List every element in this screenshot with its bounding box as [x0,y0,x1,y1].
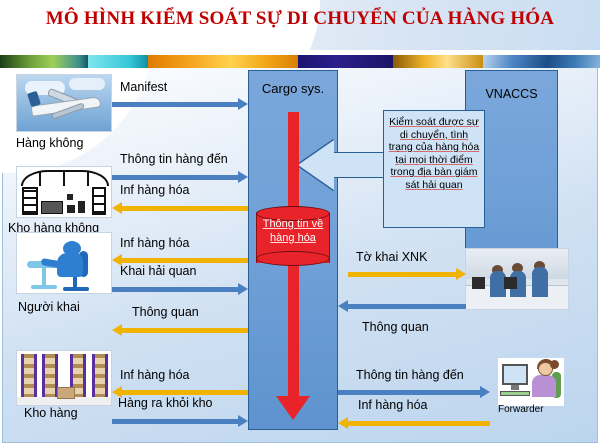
flow-label-customs-decl: Khai hải quan [120,264,197,278]
forwarder-person-icon [498,358,564,406]
flow-label-clearance-decl: Thông quan [132,305,199,319]
vnaccs-to-cargo-arrow [298,140,394,190]
flow-label-inf-goods-decl: Inf hàng hóa [120,236,190,250]
vnaccs-label: VNACCS [485,87,538,101]
photo-strip-banner [0,55,600,68]
flow-label-inf-goods-wh: Inf hàng hóa [120,368,190,382]
flow-label-inf-goods-fwd: Inf hàng hóa [358,398,428,412]
flow-arrow-inf-goods-wh [112,386,248,398]
photo-strip-segment-gold [393,55,483,68]
flow-label-manifest: Manifest [120,80,168,94]
data-store-cylinder: Thông tin về hàng hóa [256,206,330,269]
actor-caption-declarant: Người khai [18,300,80,314]
actor-caption-goods-warehouse: Kho hàng [24,406,78,420]
flow-arrow-clearance-cust [338,300,466,312]
customs-office-icon [465,248,569,310]
cargo-system-label: Cargo sys. [261,81,325,96]
flow-label-xnk-declaration: Tờ khai XNK [356,250,428,264]
flow-arrow-manifest [112,98,248,110]
flow-arrow-inf-goods-fwd [338,417,490,429]
flow-label-inf-goods-air: Inf hàng hóa [120,183,190,197]
vnaccs-callout-note: Kiểm soát được sự di chuyển, tình trạng … [383,110,485,228]
actor-caption-air: Hàng không [16,136,84,150]
actor-caption-air-warehouse: Kho hàng không [8,221,100,235]
flow-arrow-inf-goods-decl [112,254,248,266]
warehouse-icon [16,166,112,218]
person-at-desk-icon [16,232,112,294]
photo-strip-segment-water [88,55,148,68]
actor-caption-forwarder: Forwarder [498,404,544,415]
flow-label-goods-out: Hàng ra khỏi kho [118,396,213,410]
photo-strip-segment-tech [483,55,600,68]
page-title: MÔ HÌNH KIỂM SOÁT SỰ DI CHUYỂN CỦA HÀNG … [45,8,555,29]
flow-arrow-arrival-info-air [112,171,248,183]
flow-label-clearance-cust: Thông quan [362,320,429,334]
photo-strip-segment-navy [298,55,393,68]
flow-arrow-arrival-info-fwd [338,386,490,398]
flow-arrow-goods-out [112,415,248,427]
storage-racks-icon [16,350,112,406]
flow-arrow-customs-decl [112,283,248,295]
airplane-icon [16,74,112,132]
flow-label-arrival-info-air: Thông tin hàng đến [120,152,228,166]
photo-strip-segment-orange [148,55,298,68]
data-store-label: Thông tin về hàng hóa [262,218,324,244]
flow-arrow-xnk-declaration [348,268,466,280]
photo-strip-segment-field [0,55,88,68]
flow-arrow-inf-goods-air [112,202,248,214]
flow-label-arrival-info-fwd: Thông tin hàng đến [356,368,464,382]
information-pipeline-arrowhead [276,396,310,420]
flow-arrow-clearance-decl [112,324,248,336]
